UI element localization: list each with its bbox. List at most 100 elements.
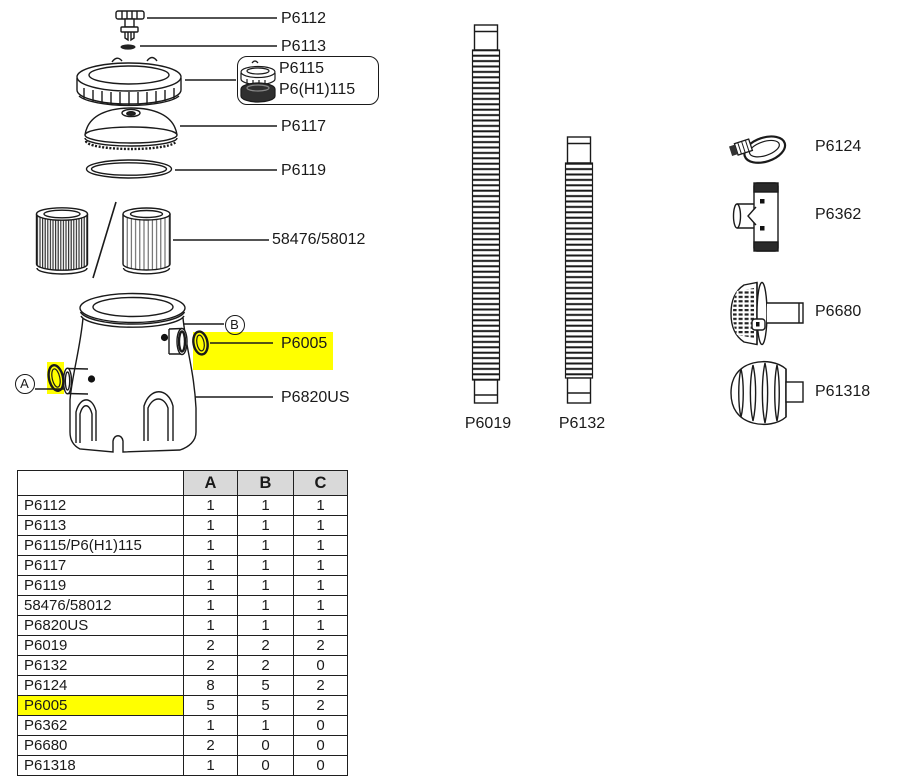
qty-cell: 5 (237, 675, 294, 696)
hose-p6019-drawing (471, 24, 501, 404)
header-part (17, 470, 184, 496)
label-p6362: P6362 (815, 206, 862, 223)
cartridges-drawing (35, 201, 171, 279)
part-cell: P6820US (17, 615, 184, 636)
header-b: B (237, 470, 294, 496)
part-cell: P6112 (17, 495, 184, 516)
qty-cell: 1 (293, 575, 348, 596)
label-p6119: P6119 (281, 162, 327, 179)
hose-clamp-drawing (729, 135, 787, 164)
part-cell: P6115/P6(H1)115 (17, 535, 184, 556)
label-p6h1115: P6(H1)115 (279, 81, 356, 98)
p6005-label-highlight (193, 332, 333, 370)
part-cell: P6132 (17, 655, 184, 676)
part-cell: 58476/58012 (17, 595, 184, 616)
qty-cell: 1 (237, 575, 294, 596)
qty-cell: 2 (293, 635, 348, 656)
qty-cell: 2 (183, 655, 238, 676)
label-p6113: P6113 (281, 38, 327, 55)
qty-cell: 2 (237, 635, 294, 656)
qty-cell: 1 (293, 555, 348, 576)
part-cell: P6113 (17, 515, 184, 536)
qty-cell: 1 (183, 555, 238, 576)
lock-ring-drawing (76, 56, 182, 107)
callout-a: A (14, 374, 35, 394)
label-p6005: P6005 (281, 335, 328, 352)
qty-cell: 2 (293, 675, 348, 696)
qty-cell: 1 (293, 515, 348, 536)
qty-cell: 2 (183, 735, 238, 756)
strainer-connector-drawing (730, 281, 804, 346)
qty-cell: 0 (293, 755, 348, 776)
label-p6132: P6132 (558, 415, 606, 432)
qty-cell: 1 (183, 595, 238, 616)
part-cell: P6019 (17, 635, 184, 656)
label-p6117: P6117 (281, 118, 327, 135)
pump-tank-drawing (62, 292, 197, 453)
label-p61318: P61318 (815, 383, 871, 400)
qty-cell: 2 (237, 655, 294, 676)
label-p6112: P6112 (281, 10, 327, 27)
part-cell: P6680 (17, 735, 184, 756)
header-c: C (293, 470, 348, 496)
qty-cell: 1 (237, 535, 294, 556)
qty-cell: 1 (237, 715, 294, 736)
lid-drawing (84, 107, 178, 151)
hose-p6132-drawing (564, 136, 594, 404)
qty-cell: 0 (237, 755, 294, 776)
label-p6820us: P6820US (281, 389, 350, 406)
qty-cell: 1 (293, 595, 348, 616)
qty-cell: 1 (183, 515, 238, 536)
label-p6680: P6680 (815, 303, 862, 320)
qty-cell: 0 (237, 735, 294, 756)
lid-oring-drawing (85, 159, 173, 179)
qty-cell: 1 (237, 555, 294, 576)
qty-cell: 1 (293, 615, 348, 636)
label-p6124: P6124 (815, 138, 862, 155)
label-p6115: P6115 (279, 60, 325, 77)
drain-connector-drawing (732, 182, 779, 252)
lock-ring-variants-drawing (240, 60, 276, 103)
washer-drawing (120, 44, 136, 50)
qty-cell: 1 (237, 615, 294, 636)
callout-b: B (224, 314, 245, 335)
qty-cell: 5 (237, 695, 294, 716)
header-a: A (183, 470, 238, 496)
part-cell: P6117 (17, 555, 184, 576)
cap-plug-drawing (730, 360, 804, 426)
label-cartridges: 58476/58012 (272, 231, 366, 248)
oring-b-drawing (192, 330, 209, 356)
qty-cell: 1 (183, 495, 238, 516)
qty-cell: 0 (293, 715, 348, 736)
qty-cell: 1 (237, 495, 294, 516)
part-cell: P61318 (17, 755, 184, 776)
qty-cell: 1 (183, 535, 238, 556)
qty-cell: 1 (237, 595, 294, 616)
qty-cell: 0 (293, 735, 348, 756)
label-p6019: P6019 (464, 415, 512, 432)
qty-cell: 5 (183, 695, 238, 716)
part-cell: P6124 (17, 675, 184, 696)
air-valve-drawing (115, 10, 145, 42)
p6115-variant-box: P6115 P6(H1)115 (237, 56, 379, 105)
table-header-row: A B C (17, 470, 348, 496)
qty-cell: 0 (293, 655, 348, 676)
qty-cell: 1 (293, 495, 348, 516)
qty-cell: 1 (183, 615, 238, 636)
qty-cell: 2 (293, 695, 348, 716)
diagram-art (35, 10, 804, 453)
part-cell: P6005 (17, 695, 184, 716)
